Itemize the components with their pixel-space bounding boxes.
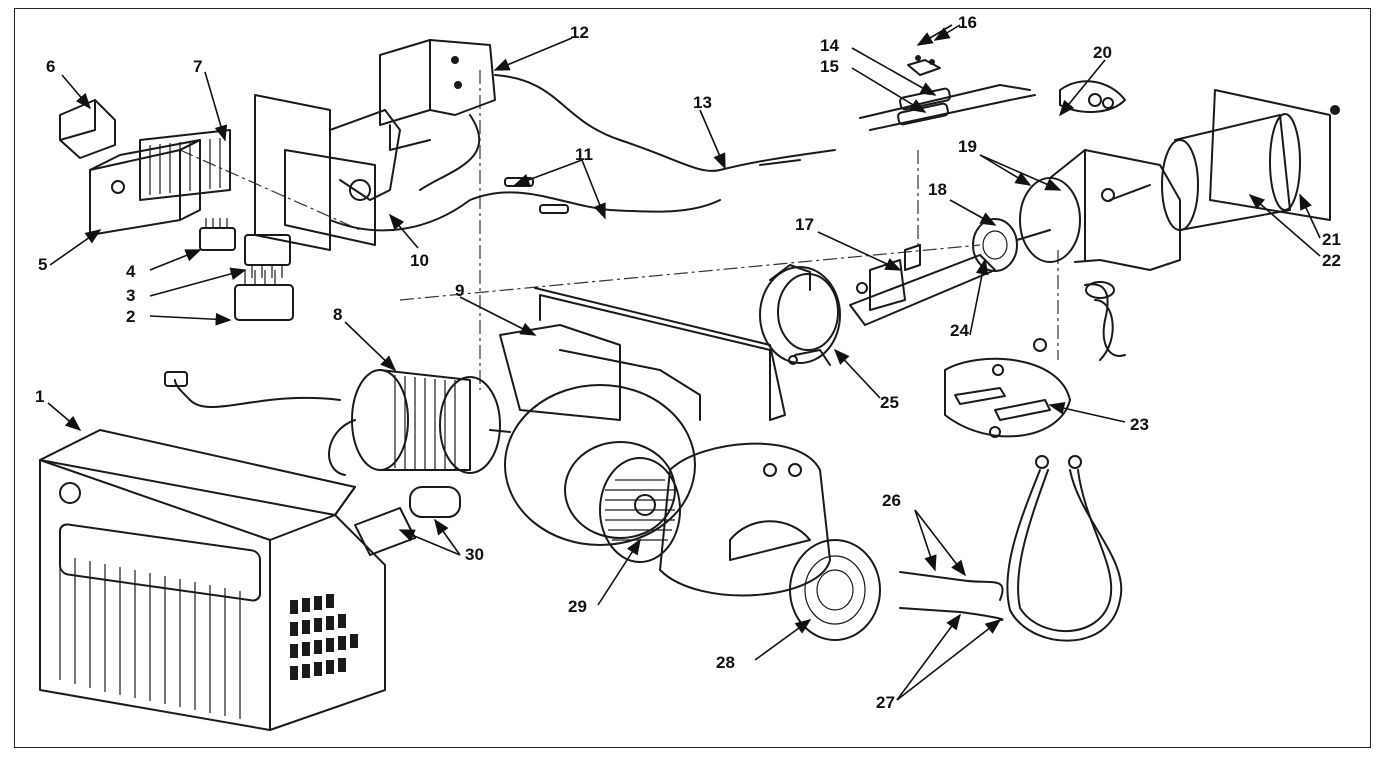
callout-29: 29 [568,597,587,616]
burner-cover [39,429,386,731]
callout-7: 7 [193,57,202,76]
control-box [89,139,201,236]
motor [164,369,511,476]
side-vent-grid [290,594,358,680]
mounting-plate [254,94,401,251]
callout-4: 4 [126,262,136,281]
ignition-lead-pair [329,114,721,232]
callout-10: 10 [410,251,429,270]
air-inlet-housing [659,442,881,641]
control-base [139,129,231,201]
callout-19: 19 [958,137,977,156]
cover-vent-slots [59,555,241,719]
callout-3: 3 [126,286,135,305]
callout-27: 27 [876,693,895,712]
callout-8: 8 [333,305,342,324]
callout-20: 20 [1093,43,1112,62]
callout-leaders [47,24,1321,701]
callout-30: 30 [465,545,484,564]
callout-6: 6 [46,57,55,76]
diagram-frame [14,8,1371,748]
callout-23: 23 [1130,415,1149,434]
terminal-block [199,218,236,251]
callout-14: 14 [820,36,839,55]
ignition-transformer [379,39,496,151]
photocell-unit [59,99,116,159]
mounting-flange-ring [759,264,841,366]
callout-18: 18 [928,180,947,199]
plug-connector [244,234,291,278]
callout-16: 16 [958,13,977,32]
screw-detail [1059,80,1126,113]
callout-11: 11 [575,145,593,164]
callout-25: 25 [880,393,899,412]
callout-9: 9 [455,281,464,300]
callout-12: 12 [570,23,589,42]
callout-1: 1 [35,387,44,406]
callout-26: 26 [882,491,901,510]
oil-hoses [899,455,1123,642]
callout-2: 2 [126,307,135,326]
elbow-fitting [1084,281,1126,361]
link-arm-detail [944,338,1071,438]
ignition-lead [494,74,836,172]
fan-wheel [599,457,681,563]
blast-tube [1161,113,1301,231]
capacitor [354,486,461,556]
callout-13: 13 [693,93,712,112]
callout-21: 21 [1322,230,1341,249]
callout-5: 5 [38,255,47,274]
callout-28: 28 [716,653,735,672]
flange-gasket [1209,89,1340,221]
callout-17: 17 [795,215,814,234]
electrodes [859,55,1036,131]
callout-labels: 1 2 3 4 5 6 7 8 9 10 11 12 13 14 15 16 1… [35,13,1341,712]
fan-housing [499,287,786,546]
callout-22: 22 [1322,251,1341,270]
relay-base [234,270,294,321]
callout-24: 24 [950,321,969,340]
blast-tube-head [1019,149,1181,271]
callout-15: 15 [820,57,839,76]
